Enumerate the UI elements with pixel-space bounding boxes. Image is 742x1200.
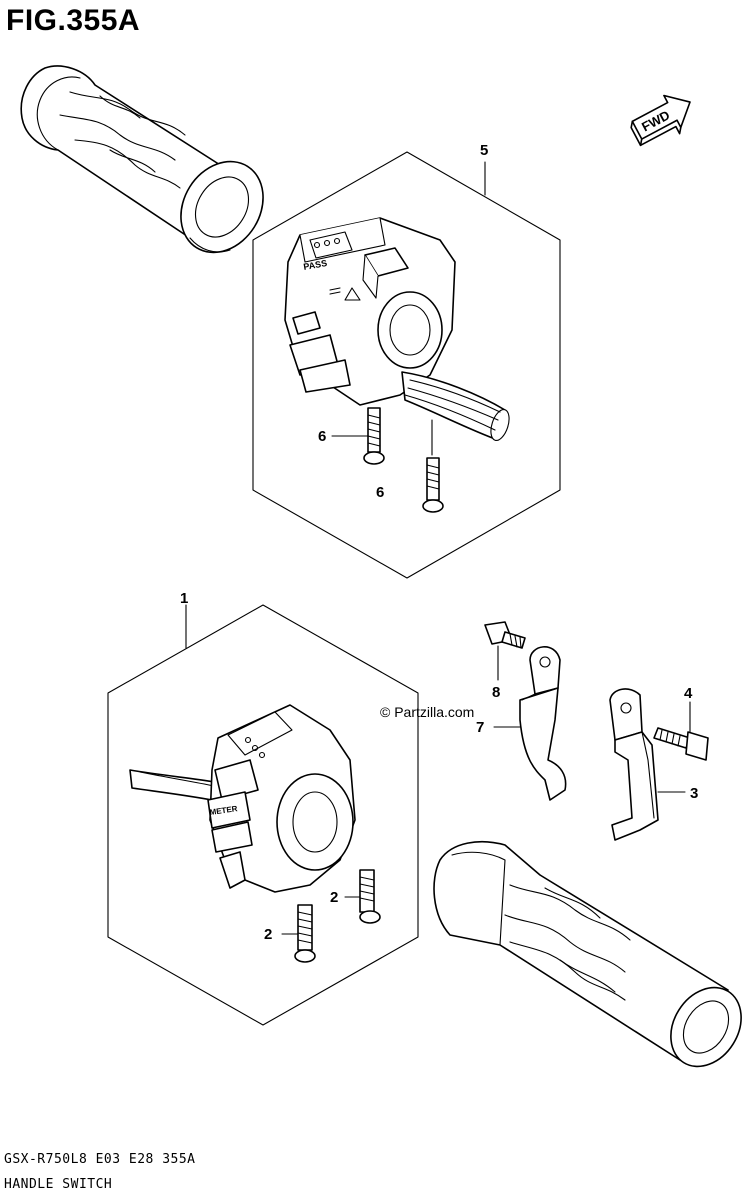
callout-2a: 2 — [264, 926, 272, 943]
callout-1: 1 — [180, 590, 188, 607]
callout-3: 3 — [690, 785, 698, 802]
screw-2a-icon — [294, 904, 316, 963]
callout-7: 7 — [476, 719, 484, 736]
forward-arrow-icon: FWD — [630, 94, 691, 147]
callout-6b: 6 — [376, 484, 384, 501]
pass-label: PASS — [303, 258, 328, 272]
callout-2b: 2 — [330, 889, 338, 906]
assembly-5-frame — [252, 151, 561, 579]
screw-6b-icon — [422, 457, 444, 513]
screw-2b-icon — [359, 869, 381, 924]
meter-label: METER — [209, 804, 238, 817]
clamp-3-icon — [609, 688, 659, 841]
watermark: © Partzilla.com — [380, 704, 474, 720]
bolt-4-icon — [653, 727, 709, 761]
clamp-7-icon — [519, 646, 567, 801]
model-code: GSX-R750L8 E03 E28 355A — [4, 1152, 196, 1167]
handlebar-grip-right-icon — [20, 65, 264, 254]
handle-switch-right-icon: METER — [129, 704, 356, 893]
bolt-8-icon — [484, 621, 526, 649]
handle-switch-left-icon: PASS — [284, 217, 510, 441]
figure-title: FIG.355A — [6, 4, 141, 37]
callout-4: 4 — [684, 685, 693, 702]
callout-5: 5 — [480, 142, 488, 159]
callout-6a: 6 — [318, 428, 326, 445]
screw-6a-icon — [363, 407, 385, 465]
assembly-1-frame — [107, 604, 419, 1026]
callout-8: 8 — [492, 684, 500, 701]
handlebar-grip-left-icon — [433, 840, 742, 1068]
figure-name: HANDLE SWITCH — [4, 1177, 113, 1192]
